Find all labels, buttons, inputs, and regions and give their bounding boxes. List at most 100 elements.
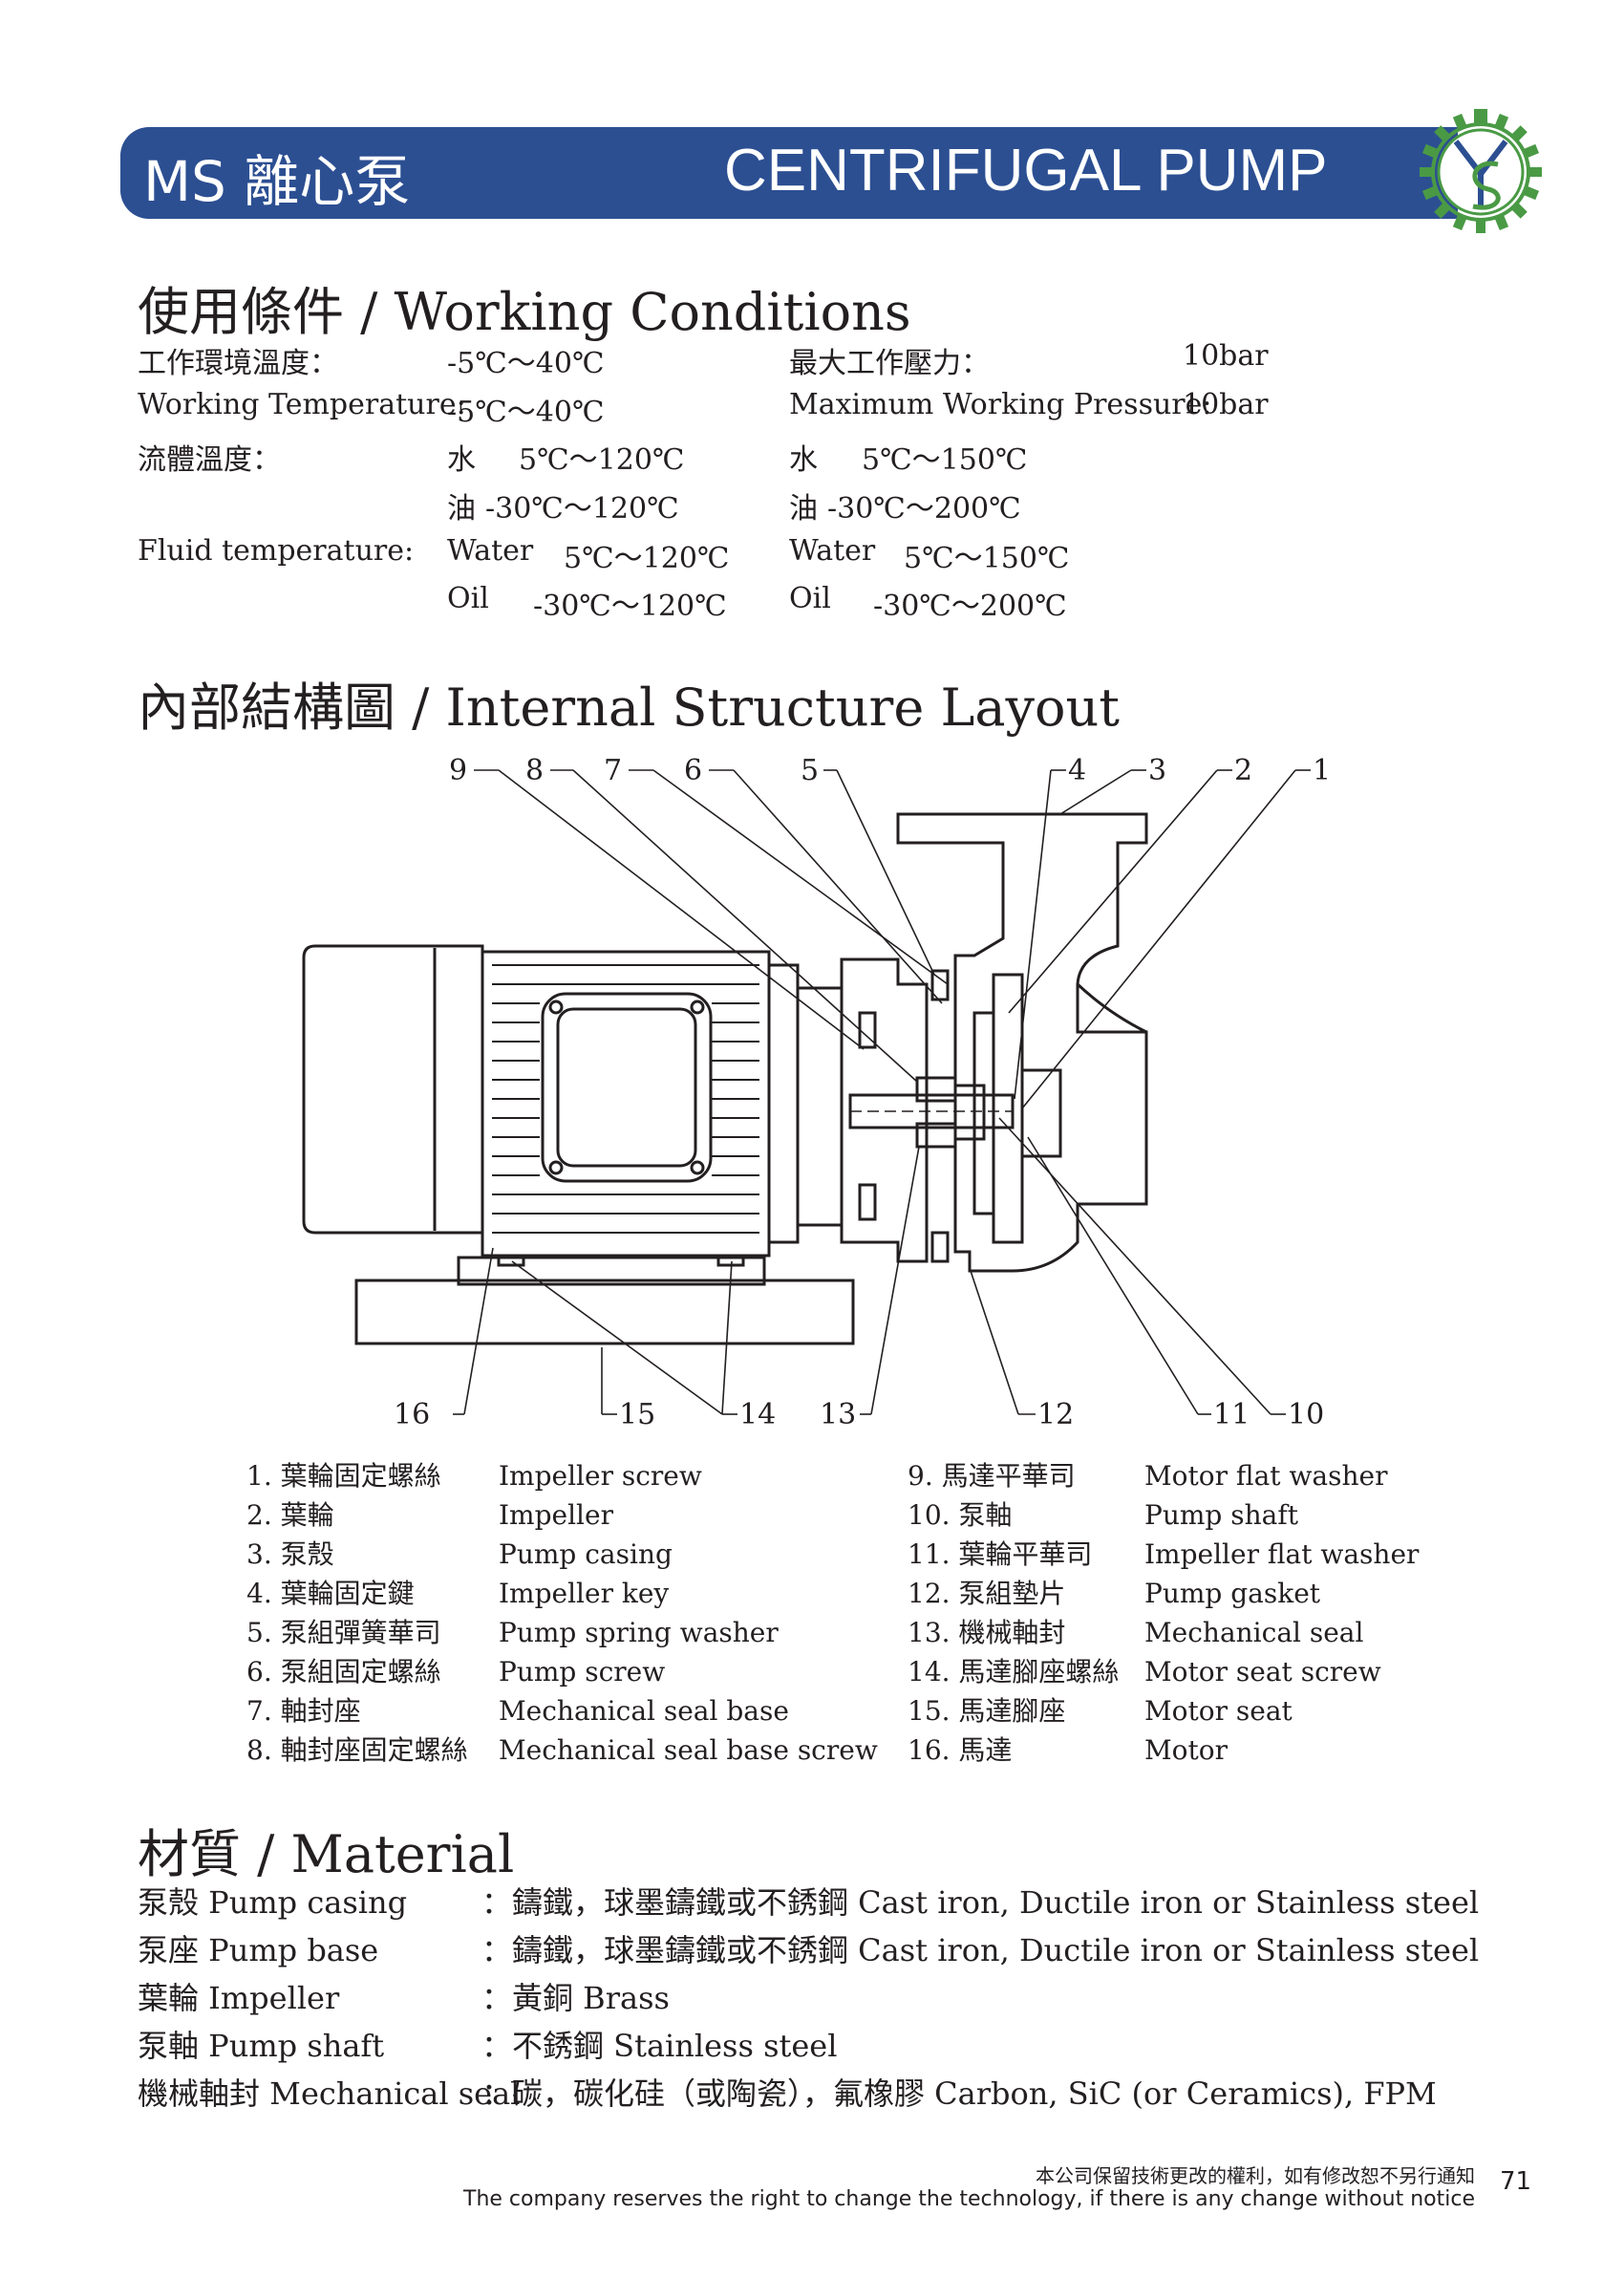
parts-list-left-en: Impeller screw Impeller Pump casing Impe…: [499, 1456, 878, 1770]
list-item: Pump spring washer: [499, 1617, 779, 1648]
list-item: 8. 軸封座固定螺絲: [246, 1734, 468, 1766]
col1-oil-en-value: -30℃～120℃: [533, 590, 727, 623]
callout-5: 5: [801, 754, 819, 787]
max-pressure-en-label: Maximum Working Pressure:: [789, 388, 1212, 421]
working-conditions-heading: 使用條件 / Working Conditions: [138, 282, 911, 342]
list-item: Pump casing: [499, 1538, 673, 1570]
footer-notice-cn: 本公司保留技術更改的權利，如有修改恕不另行通知: [1036, 2164, 1475, 2187]
list-item: Motor flat washer: [1144, 1460, 1388, 1492]
list-item: 2. 葉輪: [246, 1499, 334, 1531]
env-temp-en-value: -5℃～40℃: [447, 396, 605, 429]
list-item: 10. 泵軸: [908, 1499, 1013, 1531]
material-value: ：不銹鋼 Stainless steel: [481, 2028, 838, 2064]
env-temp-cn-label: 工作環境溫度：: [138, 347, 338, 380]
list-item: Mechanical seal: [1144, 1617, 1364, 1648]
col1-water-cn: 水: [447, 443, 476, 477]
list-item: Pump gasket: [1144, 1578, 1321, 1609]
list-item: 1. 葉輪固定螺絲: [246, 1460, 441, 1492]
list-item: Impeller key: [499, 1578, 670, 1609]
callout-11: 11: [1213, 1398, 1250, 1431]
terminal-box: [541, 992, 713, 1183]
base-plate: [354, 1279, 855, 1345]
max-pressure-cn-label: 最大工作壓力：: [789, 347, 990, 380]
col2-oil-en: Oil: [789, 582, 831, 615]
material-values: ：鑄鐵，球墨鑄鐵或不銹鋼 Cast iron, Ductile iron or …: [481, 1879, 1479, 2118]
material-value: ：碳，碳化硅（或陶瓷），氟橡膠 Carbon, SiC (or Ceramics…: [481, 2075, 1437, 2112]
material-name: 泵座 Pump base: [138, 1932, 379, 1968]
list-item: 14. 馬達腳座螺絲: [908, 1656, 1120, 1688]
callout-6: 6: [684, 754, 702, 787]
col2-water-en: Water: [789, 534, 876, 568]
list-item: 13. 機械軸封: [908, 1617, 1066, 1648]
callout-1: 1: [1313, 754, 1331, 787]
col1-water-en-value: 5℃～120℃: [564, 542, 730, 575]
callout-4: 4: [1068, 754, 1086, 787]
col2-oil-cn: 油: [789, 492, 818, 526]
header-banner: MS 離心泵 CENTRIFUGAL PUMP: [120, 127, 1458, 219]
list-item: Motor seat: [1144, 1695, 1293, 1727]
page-title-left: MS 離心泵: [143, 149, 411, 214]
pump-casing: [896, 812, 1148, 1273]
list-item: Impeller flat washer: [1144, 1538, 1420, 1570]
list-item: 6. 泵組固定螺絲: [246, 1656, 441, 1688]
material-value: ：黃銅 Brass: [481, 1980, 670, 2016]
motor-fan-cover: [302, 944, 484, 1235]
list-item: Impeller: [499, 1499, 613, 1531]
callout-9: 9: [449, 754, 467, 787]
col2-water-cn: 水: [789, 443, 818, 477]
callout-8: 8: [525, 754, 544, 787]
list-item: Mechanical seal base: [499, 1695, 789, 1727]
col2-oil-en-value: -30℃～200℃: [873, 590, 1067, 623]
page-number: 71: [1500, 2167, 1532, 2196]
col1-oil-en: Oil: [447, 582, 489, 615]
col1-water-cn-value: 5℃～120℃: [519, 443, 685, 477]
list-item: 16. 馬達: [908, 1734, 1013, 1766]
list-item: Motor: [1144, 1734, 1229, 1766]
col2-oil-cn-value: -30℃～200℃: [827, 492, 1021, 526]
list-item: 4. 葉輪固定鍵: [246, 1578, 415, 1609]
col2-water-en-value: 5℃～150℃: [904, 542, 1070, 575]
material-name: 泵軸 Pump shaft: [138, 2028, 385, 2064]
callout-3: 3: [1148, 754, 1166, 787]
material-value: ：鑄鐵，球墨鑄鐵或不銹鋼 Cast iron, Ductile iron or …: [481, 1932, 1480, 1968]
pump-structure-diagram: 9 8 7 6 5 4 3 2 1 16 15 14 13 12 11 10: [302, 754, 1331, 1431]
material-names: 泵殼 Pump casing 泵座 Pump base 葉輪 Impeller …: [138, 1879, 520, 2118]
list-item: 11. 葉輪平華司: [908, 1538, 1093, 1570]
list-item: 9. 馬達平華司: [908, 1460, 1076, 1492]
max-pressure-en-value: 10bar: [1183, 388, 1269, 421]
col1-water-en: Water: [447, 534, 534, 568]
parts-list-left-cn: 1. 葉輪固定螺絲 2. 葉輪 3. 泵殼 4. 葉輪固定鍵 5. 泵組彈簧華司…: [246, 1456, 468, 1770]
env-temp-cn-value: -5℃～40℃: [447, 347, 605, 380]
callout-10: 10: [1288, 1398, 1324, 1431]
material-name: 泵殼 Pump casing: [138, 1884, 408, 1921]
env-temp-en-label: Working Temperature:: [138, 388, 466, 421]
callout-15: 15: [619, 1398, 655, 1431]
list-item: 3. 泵殼: [246, 1538, 334, 1570]
callout-13: 13: [820, 1398, 856, 1431]
list-item: Mechanical seal base screw: [499, 1734, 878, 1766]
ys-gear-logo-icon: [1420, 109, 1542, 233]
list-item: Pump screw: [499, 1656, 666, 1688]
callout-2: 2: [1234, 754, 1252, 787]
col1-oil-cn: 油: [447, 492, 476, 526]
impeller: [992, 973, 1024, 1244]
list-item: 15. 馬達腳座: [908, 1695, 1066, 1727]
material-name: 機械軸封 Mechanical seal: [138, 2075, 521, 2112]
parts-list-right-en: Motor flat washer Pump shaft Impeller fl…: [1144, 1456, 1419, 1770]
callout-14: 14: [739, 1398, 776, 1431]
parts-list-right-cn: 9. 馬達平華司 10. 泵軸 11. 葉輪平華司 12. 泵組墊片 13. 機…: [908, 1456, 1119, 1770]
list-item: 12. 泵組墊片: [908, 1578, 1066, 1609]
fluid-temp-cn-label: 流體溫度：: [138, 443, 281, 477]
list-item: Pump shaft: [1144, 1499, 1298, 1531]
page-title-right: CENTRIFUGAL PUMP: [724, 138, 1328, 204]
footer-notice-en: The company reserves the right to change…: [463, 2187, 1475, 2211]
material-value: ：鑄鐵，球墨鑄鐵或不銹鋼 Cast iron, Ductile iron or …: [481, 1884, 1480, 1921]
callout-7: 7: [604, 754, 622, 787]
callout-12: 12: [1037, 1398, 1074, 1431]
col1-oil-cn-value: -30℃～120℃: [485, 492, 679, 526]
structure-heading: 內部結構圖 / Internal Structure Layout: [138, 677, 1121, 738]
material-heading: 材質 / Material: [138, 1824, 515, 1884]
fluid-temp-en-label: Fluid temperature:: [138, 534, 415, 568]
list-item: 5. 泵組彈簧華司: [246, 1617, 441, 1648]
list-item: Motor seat screw: [1144, 1656, 1381, 1688]
